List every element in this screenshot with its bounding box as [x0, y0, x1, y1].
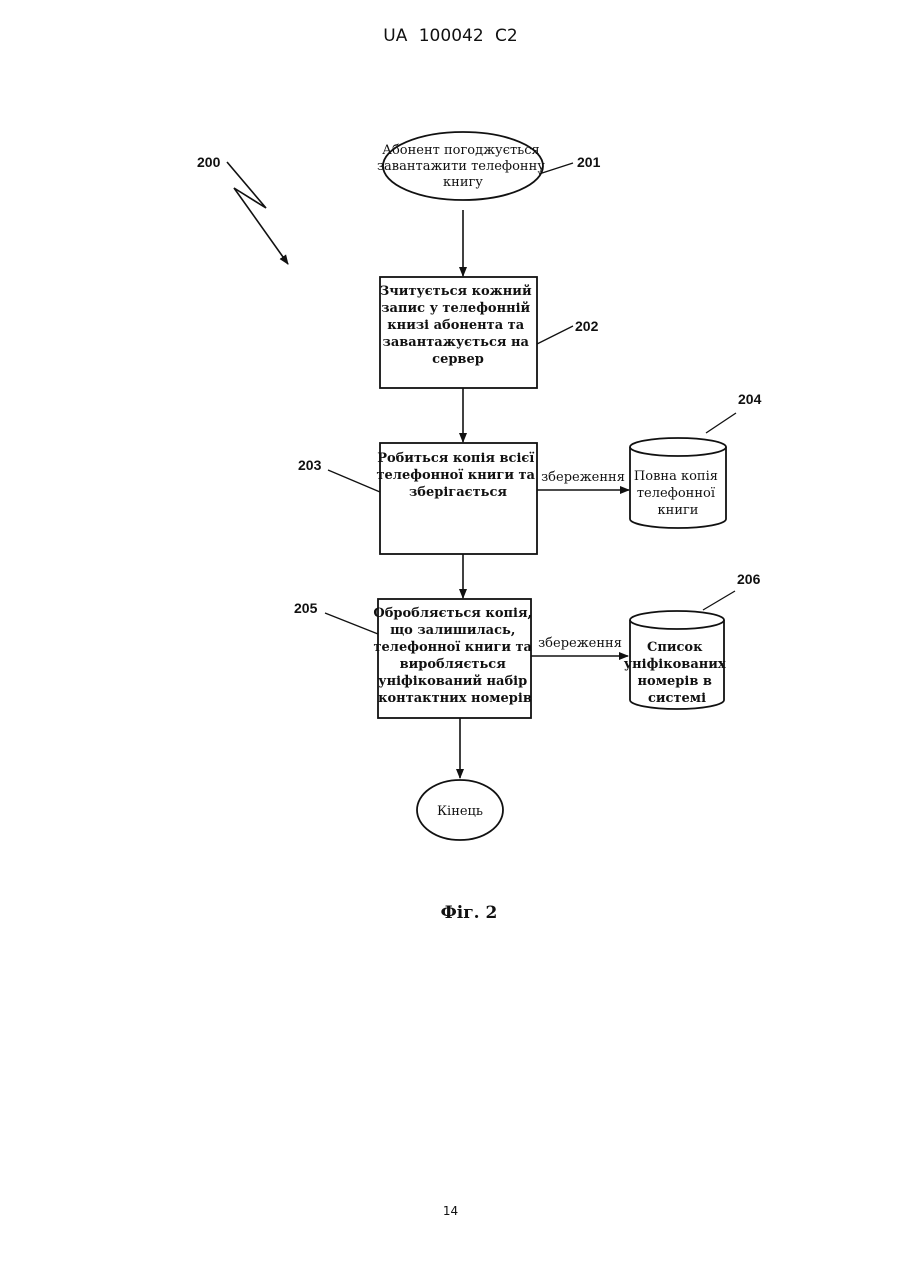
step-202-line-1: Зчитується кожний: [380, 284, 532, 299]
step-202-line-4: завантажується на: [383, 335, 530, 350]
step-205-line-6: контактних номерів: [378, 691, 532, 706]
arrow-label-storage-2: збереження: [538, 636, 622, 651]
step-203-line-2: телефонної книги та: [376, 468, 535, 483]
ref-205: 205: [294, 600, 318, 616]
ref-206: 206: [737, 571, 761, 587]
store-206-line-2: уніфікованих: [624, 657, 726, 672]
svg-text:Повна копія телефонної: Повна копія телефонної книги: [634, 469, 722, 518]
svg-text:Зчитується кожний запис: Зчитується кожний запис у телефонній кни…: [380, 284, 536, 367]
step-205-line-4: виробляється: [400, 657, 507, 672]
arrow-label-storage-1: збереження: [541, 470, 625, 485]
svg-text:Обробляється копія, що з: Обробляється копія, що залишилась, телеф…: [373, 606, 536, 706]
svg-text:Робиться копія всієї тел: Робиться копія всієї телефонної книги та…: [376, 451, 539, 500]
step-203-box: Робиться копія всієї телефонної книги та…: [376, 443, 539, 554]
figure-caption: Фіг. 2: [441, 903, 498, 923]
page-number: 14: [0, 1204, 901, 1218]
step-202-box: Зчитується кожний запис у телефонній кни…: [380, 277, 537, 388]
store-204-line-3: книги: [658, 503, 699, 518]
store-204-line-2: телефонної: [637, 486, 716, 501]
start-node: Абонент погоджується завантажити телефон…: [377, 132, 549, 200]
step-205-box: Обробляється копія, що залишилась, телеф…: [373, 599, 536, 718]
start-line-3: книгу: [443, 175, 483, 190]
ref-203-leader: [328, 470, 380, 492]
step-202-line-5: сервер: [432, 352, 484, 367]
ref-200: 200: [197, 154, 221, 170]
step-202-line-2: запис у телефонній: [381, 301, 530, 316]
step-203-line-1: Робиться копія всієї: [377, 451, 534, 466]
store-206-line-3: номерів в: [638, 674, 712, 689]
step-205-line-1: Обробляється копія,: [373, 606, 532, 621]
ref-203: 203: [298, 457, 322, 473]
store-206-line-4: системі: [648, 691, 706, 706]
ref-204-leader: [706, 413, 736, 433]
store-206-line-1: Список: [647, 640, 703, 655]
step-202-line-3: книзі абонента та: [387, 318, 524, 333]
ref-200-zigzag-arrow: [227, 162, 288, 264]
step-203-line-3: зберігається: [409, 485, 507, 500]
svg-text:Список уніфікованих: Список уніфікованих номерів в системі: [624, 640, 730, 706]
ref-206-leader: [703, 591, 735, 610]
store-206-cylinder: Список уніфікованих номерів в системі: [624, 611, 730, 709]
store-204-cylinder: Повна копія телефонної книги: [630, 438, 726, 528]
start-line-2: завантажити телефонну: [377, 159, 545, 174]
step-205-line-3: телефонної книги та: [373, 640, 532, 655]
ref-202: 202: [575, 318, 599, 334]
store-204-line-1: Повна копія: [634, 469, 718, 484]
ref-204: 204: [738, 391, 762, 407]
ref-202-leader: [537, 326, 573, 344]
end-node: Кінець: [417, 780, 503, 840]
step-205-line-2: що залишилась,: [390, 623, 515, 638]
start-line-1: Абонент погоджується: [382, 143, 540, 158]
ref-201: 201: [577, 154, 601, 170]
step-205-line-5: уніфікований набір: [378, 674, 527, 689]
svg-text:Абонент погоджується зав: Абонент погоджується завантажити телефон…: [377, 143, 549, 190]
end-label: Кінець: [437, 804, 483, 819]
ref-205-leader: [325, 613, 378, 634]
